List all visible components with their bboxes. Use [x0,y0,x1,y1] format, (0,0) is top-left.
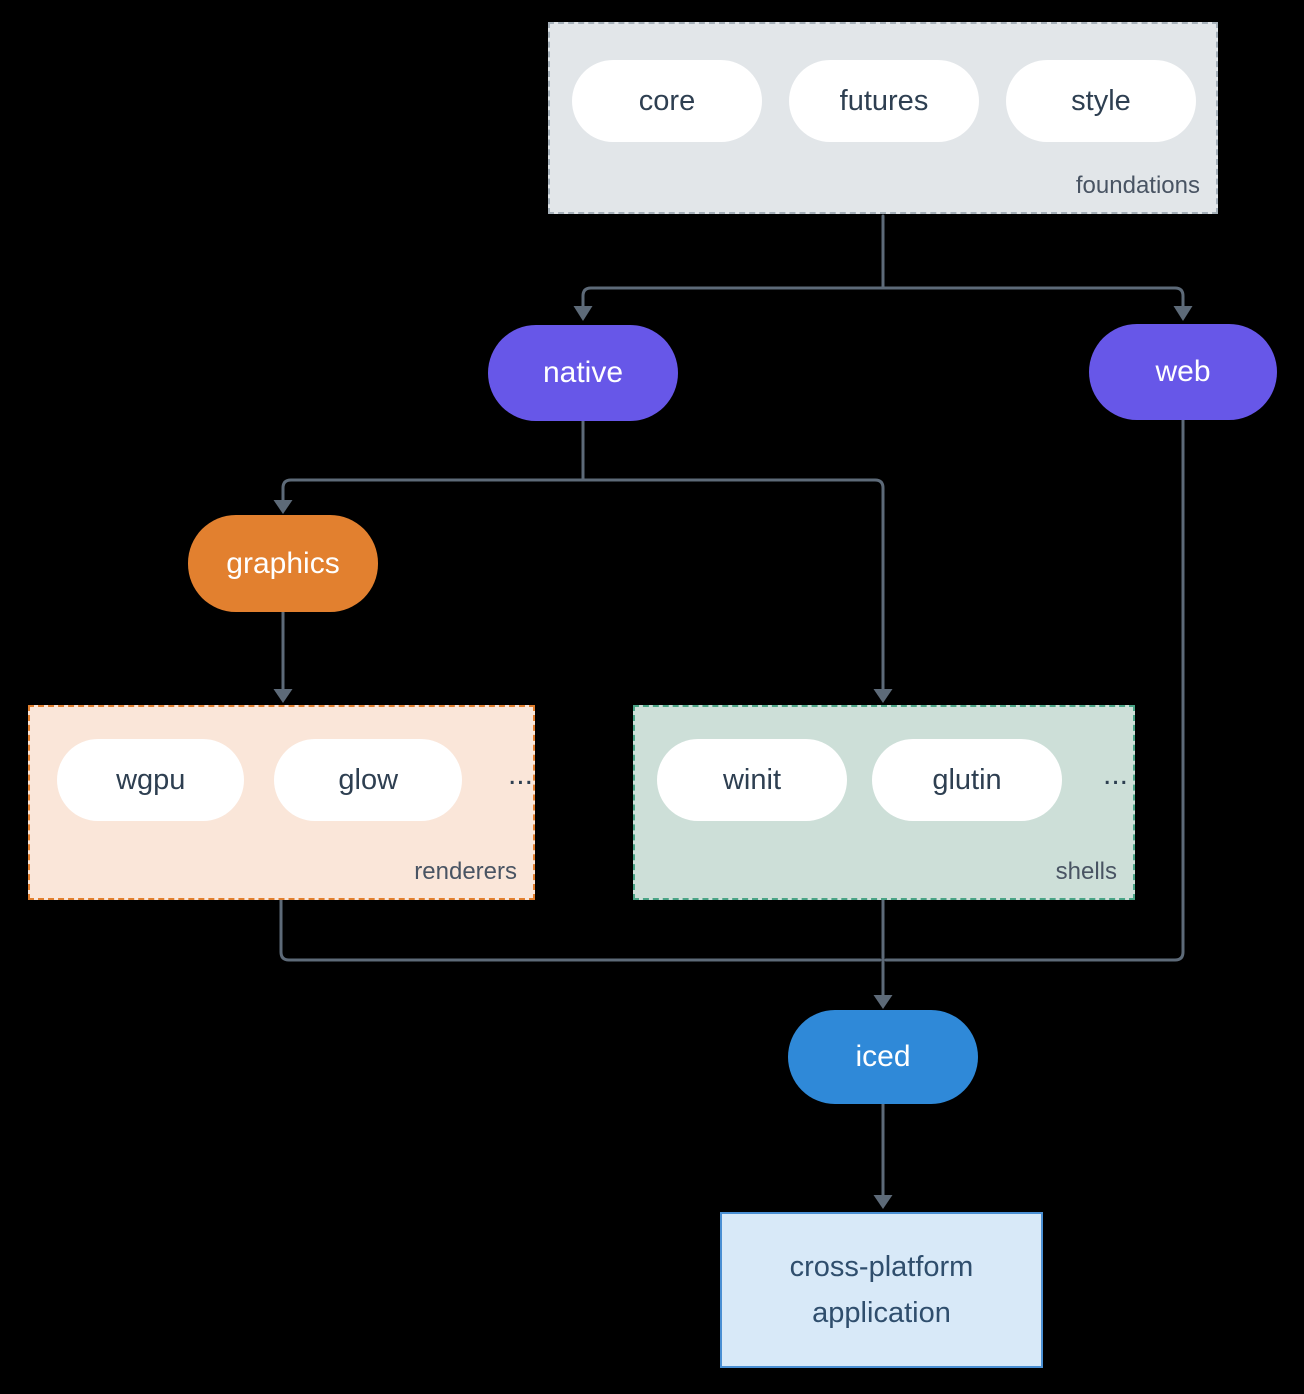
arrow-into-renderers [273,689,293,703]
foundations-group: core futures style foundations [548,22,1218,214]
arrow-into-web [1173,306,1193,321]
arrow-into-native [573,306,593,321]
edge-renderers-merge [279,898,882,962]
edge-native-shells [581,478,885,691]
style-node: style [1006,60,1196,142]
native-node: native [488,325,678,421]
iced-node: iced [788,1010,978,1104]
winit-node: winit [657,739,847,821]
foundations-label: foundations [1075,172,1200,199]
arrow-into-iced [873,995,893,1009]
arrow-into-graphics [273,500,293,514]
shells-pill-row: winit glutin ... [635,707,1133,821]
wgpu-node: wgpu [57,739,245,821]
graphics-node: graphics [188,515,378,612]
renderers-group: wgpu glow ... renderers [28,705,535,900]
cross-platform-application-node: cross-platform application [720,1212,1043,1368]
renderers-pill-row: wgpu glow ... [30,707,533,821]
arrow-into-shells [873,689,893,703]
renderers-ellipsis: ... [507,758,533,791]
core-node: core [572,60,762,142]
shells-label: shells [1055,858,1117,885]
shells-ellipsis: ... [1103,758,1129,791]
shells-group: winit glutin ... shells [633,705,1135,900]
edge-foundations-native [581,286,885,308]
foundations-pill-row: core futures style [550,24,1216,142]
edge-foundations-web [881,286,1185,308]
arrow-into-application [873,1195,893,1209]
futures-node: futures [789,60,979,142]
renderers-label: renderers [414,858,517,885]
glutin-node: glutin [872,739,1062,821]
web-node: web [1089,324,1277,420]
edge-native-graphics [281,478,585,502]
glow-node: glow [274,739,462,821]
